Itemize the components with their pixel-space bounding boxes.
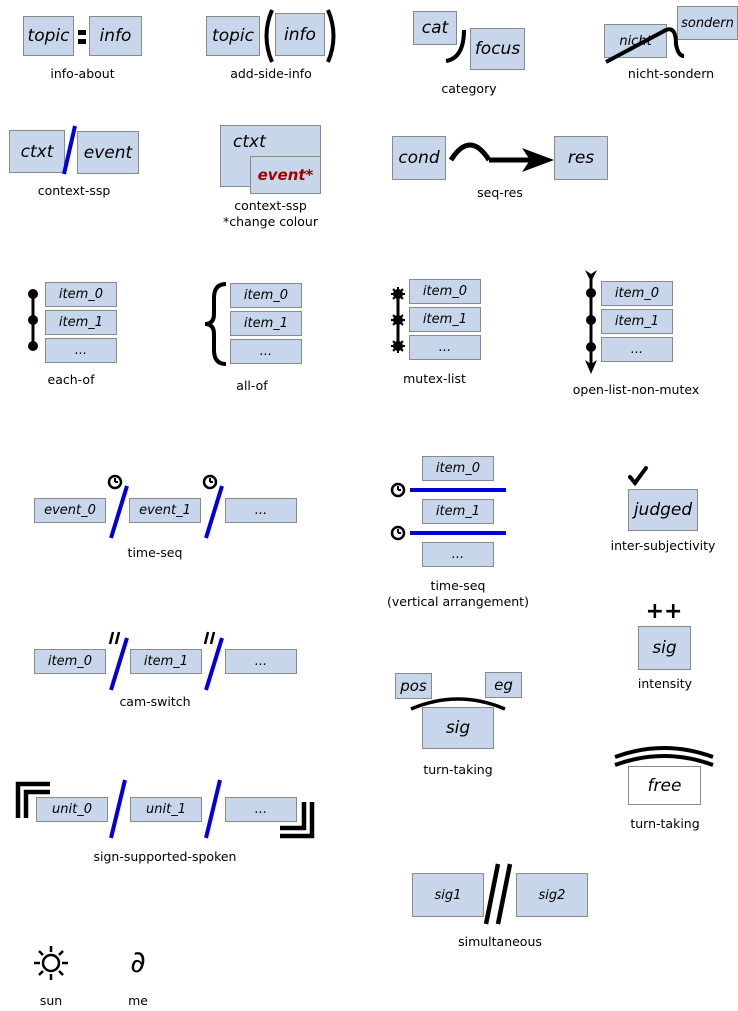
seq-res-arrow-icon: [448, 142, 554, 172]
res-box: res: [554, 136, 608, 180]
turn-arc-icon: [410, 697, 506, 711]
double-arc-icon: [614, 746, 714, 767]
sondern-box: sondern: [677, 6, 738, 40]
partial-symbol-icon: ∂: [130, 945, 146, 980]
item-box: item_0: [34, 649, 106, 674]
event-box-red: event*: [250, 156, 321, 194]
caption-sun: sun: [39, 993, 63, 1008]
caption-time-seq: time-seq: [127, 545, 183, 560]
event-box: event: [77, 131, 139, 174]
judged-box: judged: [628, 489, 698, 531]
free-box: free: [628, 766, 701, 805]
open-list-connector-icon: [585, 270, 597, 374]
caption-each-of: each-of: [47, 372, 95, 387]
checkmark-icon: [628, 466, 648, 487]
item-box: item_1: [230, 311, 302, 336]
item-box: ...: [422, 542, 494, 567]
caption-all-of: all-of: [236, 378, 268, 393]
corner-bracket-top-left-icon: [15, 781, 50, 818]
item-box: ...: [230, 339, 302, 364]
item-box: item_0: [230, 283, 302, 308]
caption-turn-taking-free: turn-taking: [630, 816, 700, 831]
info-box: info: [89, 16, 142, 56]
caption-time-seq-vertical: time-seq: [430, 578, 486, 593]
topic-box: topic: [206, 16, 260, 56]
each-of-connector-icon: [28, 289, 38, 351]
item-box: item_1: [422, 499, 494, 524]
ctxt-box: ctxt: [9, 130, 65, 173]
nicht-box: nicht: [604, 24, 667, 58]
unit-box: unit_0: [36, 797, 108, 822]
caption-change-colour: *change colour: [223, 214, 318, 229]
corner-bracket-bottom-right-icon: [280, 802, 315, 839]
item-box: item_1: [130, 649, 202, 674]
curly-brace-icon: [204, 282, 227, 366]
double-slash-icon: [483, 863, 513, 925]
focus-box: focus: [470, 28, 525, 70]
caption-add-side-info: add-side-info: [230, 66, 312, 81]
equals-icon: [78, 30, 86, 44]
caption-open-list: open-list-non-mutex: [572, 382, 700, 397]
caption-intensity: intensity: [637, 676, 693, 691]
caption-cam-switch: cam-switch: [119, 694, 191, 709]
item-box: item_1: [601, 309, 673, 334]
item-box: ...: [409, 335, 481, 360]
cam-switch-slash-icon: [203, 631, 224, 691]
caption-sign-supported-spoken: sign-supported-spoken: [93, 849, 237, 864]
item-box: ...: [601, 337, 673, 362]
caption-context-ssp-2: context-ssp: [234, 198, 307, 213]
sig1-box: sig1: [412, 873, 484, 917]
caption-info-about: info-about: [50, 66, 115, 81]
caption-seq-res: seq-res: [477, 185, 523, 200]
item-box: item_0: [601, 281, 673, 306]
sig2-box: sig2: [516, 873, 588, 917]
event-box: ...: [225, 498, 297, 523]
time-divider-icon: [390, 525, 506, 541]
slash-icon: [62, 125, 77, 175]
slash-icon: [204, 779, 222, 839]
item-box: item_1: [409, 307, 481, 332]
cond-box: cond: [392, 136, 446, 180]
unit-box: ...: [225, 797, 297, 822]
event-box: event_1: [129, 498, 201, 523]
category-hook-icon: [445, 29, 466, 63]
sig-box: sig: [422, 707, 494, 749]
caption-turn-taking: turn-taking: [423, 762, 493, 777]
info-box: info: [275, 13, 325, 56]
item-box: item_0: [45, 282, 117, 307]
parentheses-icon: [264, 9, 336, 63]
nicht-sondern-line-icon: [605, 27, 685, 64]
caption-category: category: [441, 81, 497, 96]
mutex-connector-icon: [391, 287, 405, 353]
time-slash-icon: [107, 474, 129, 539]
time-slash-icon: [202, 474, 224, 539]
caption-inter-subjectivity: inter-subjectivity: [610, 538, 716, 553]
item-box: item_0: [422, 456, 494, 481]
sig-box: sig: [638, 626, 691, 670]
eg-box: eg: [485, 672, 522, 698]
caption-context-ssp: context-ssp: [37, 183, 111, 198]
topic-box: topic: [23, 16, 74, 56]
slash-icon: [109, 779, 127, 839]
cat-box: cat: [413, 11, 457, 45]
item-box: ...: [225, 649, 297, 674]
item-box: item_1: [45, 310, 117, 335]
plus-plus-mark: ++: [645, 599, 683, 624]
pos-box: pos: [395, 673, 432, 699]
caption-me: me: [128, 993, 148, 1008]
time-divider-icon: [390, 482, 506, 498]
caption-vertical-arrangement: (vertical arrangement): [387, 594, 529, 609]
caption-nicht-sondern: nicht-sondern: [627, 66, 715, 81]
unit-box: unit_1: [130, 797, 202, 822]
sun-icon: [34, 946, 68, 980]
caption-mutex-list: mutex-list: [403, 371, 466, 386]
caption-simultaneous: simultaneous: [458, 934, 542, 949]
item-box: item_0: [409, 279, 481, 304]
event-box: event_0: [34, 498, 106, 523]
cam-switch-slash-icon: [108, 631, 129, 691]
item-box: ...: [45, 338, 117, 363]
